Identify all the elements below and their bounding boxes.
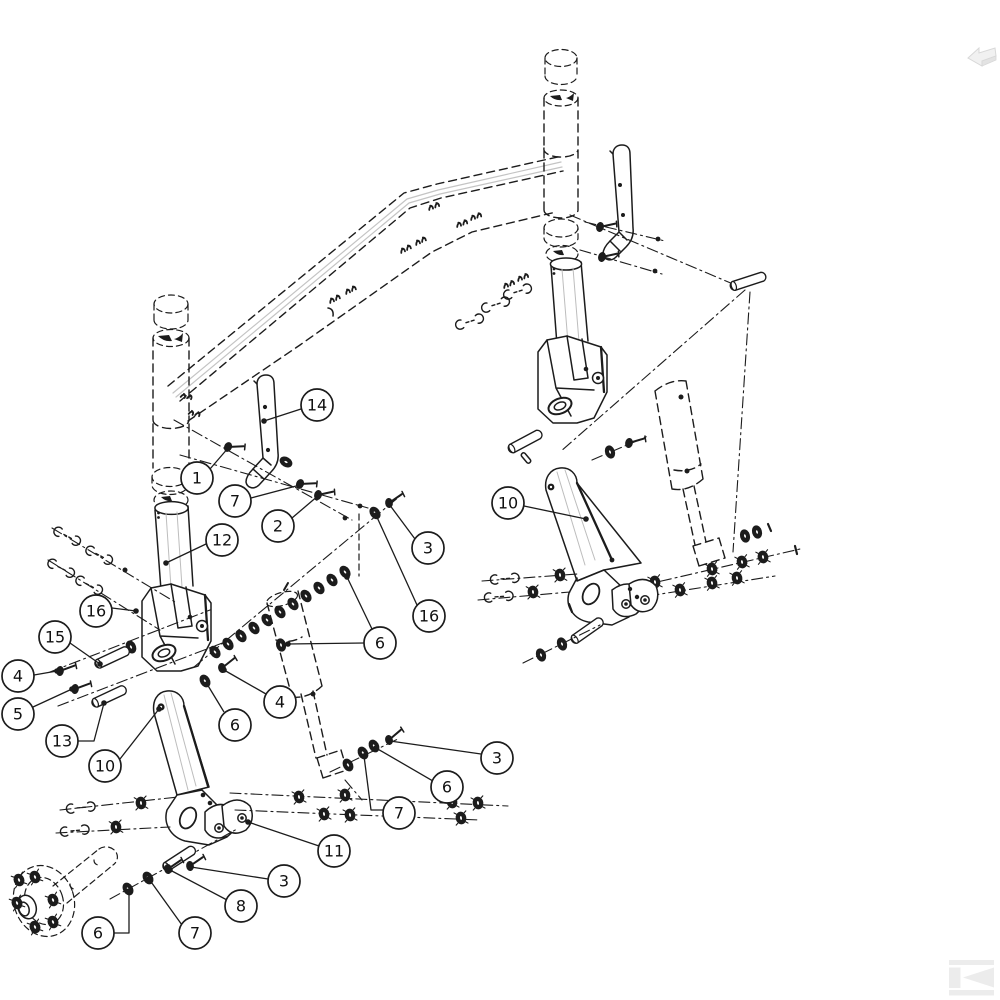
right-pivot-bracket: [477, 428, 659, 664]
svg-text:14: 14: [307, 396, 327, 415]
spacer-washer-chain: [193, 490, 407, 690]
right-nut-hardware: [639, 544, 801, 599]
svg-text:16: 16: [419, 607, 439, 626]
callout-4[interactable]: 4: [1, 659, 60, 693]
clevis-bracket-12: [141, 583, 212, 672]
svg-text:5: 5: [13, 705, 23, 724]
svg-text:4: 4: [13, 667, 23, 686]
svg-text:6: 6: [442, 778, 452, 797]
callout-14[interactable]: 14: [261, 388, 334, 424]
svg-text:10: 10: [498, 494, 518, 513]
right-mast-post-ghost: [543, 48, 579, 264]
svg-text:4: 4: [275, 693, 285, 712]
callout-6[interactable]: 6: [285, 574, 397, 660]
svg-text:13: 13: [52, 732, 72, 751]
callout-3[interactable]: 3: [387, 738, 514, 775]
callout-6[interactable]: 6: [81, 888, 132, 950]
orientation-arrow-icon: [967, 46, 997, 67]
left-pivot-bracket: [55, 690, 509, 846]
callout-7[interactable]: 7: [146, 876, 212, 950]
svg-text:6: 6: [375, 634, 385, 653]
boom-tube-ghost: [167, 155, 564, 422]
callout-5[interactable]: 5: [1, 686, 75, 731]
callout-7[interactable]: 7: [361, 753, 416, 830]
mid-bolt-hardware: [329, 725, 407, 774]
svg-text:7: 7: [190, 924, 200, 943]
right-strap-bracket: [579, 144, 666, 275]
callout-7[interactable]: 7: [218, 482, 303, 518]
svg-text:3: 3: [492, 749, 502, 768]
callout-6[interactable]: 6: [373, 745, 464, 804]
svg-text:12: 12: [212, 531, 232, 550]
cylinder-ghost-right: [654, 380, 773, 567]
left-cylinder-leg: [154, 500, 194, 591]
lower-pin-bolt-hardware: [109, 828, 238, 900]
callout-2[interactable]: 2: [261, 492, 322, 543]
svg-text:2: 2: [273, 517, 283, 536]
callout-4[interactable]: 4: [221, 667, 297, 719]
right-clevis-bracket: [537, 335, 608, 424]
callout-12[interactable]: 12: [163, 523, 239, 566]
svg-text:3: 3: [279, 872, 289, 891]
callout-16[interactable]: 16: [79, 594, 139, 628]
pin-and-bolt-hardware-left: [45, 524, 226, 710]
strap-bracket-14: [245, 374, 279, 489]
svg-text:3: 3: [423, 539, 433, 558]
callout-10[interactable]: 10: [88, 706, 162, 783]
svg-text:16: 16: [86, 602, 106, 621]
svg-text:7: 7: [394, 804, 404, 823]
svg-text:6: 6: [93, 924, 103, 943]
wheel-hub-ghost: [8, 846, 118, 938]
svg-text:6: 6: [230, 716, 240, 735]
callout-1[interactable]: 1: [180, 444, 232, 495]
callout-10[interactable]: 10: [491, 486, 589, 522]
cylinder-ghost-center: [265, 582, 363, 801]
callout-8[interactable]: 8: [167, 867, 258, 923]
callout-3[interactable]: 3: [386, 501, 445, 565]
svg-text:11: 11: [324, 842, 344, 861]
right-cylinder-leg: [549, 257, 589, 346]
strap-14-mounting-bolts: [173, 419, 369, 521]
callout-layer: 1 7 2 12 14 3 16 6 16 15 4 5 13 4 6 10 10 3 6 7 11 3 8 7 6: [1, 388, 589, 950]
callout-6[interactable]: 6: [204, 681, 252, 742]
svg-text:10: 10: [95, 757, 115, 776]
callout-11[interactable]: 11: [245, 819, 351, 868]
svg-text:8: 8: [236, 897, 246, 916]
svg-text:1: 1: [192, 469, 202, 488]
svg-text:7: 7: [230, 492, 240, 511]
kramp-logo: [949, 960, 994, 996]
top-right-pin: [559, 214, 768, 553]
callout-13[interactable]: 13: [45, 700, 107, 758]
svg-text:15: 15: [45, 628, 65, 647]
callout-15[interactable]: 15: [38, 620, 103, 667]
callout-16[interactable]: 16: [373, 512, 446, 633]
callout-3[interactable]: 3: [188, 864, 301, 898]
